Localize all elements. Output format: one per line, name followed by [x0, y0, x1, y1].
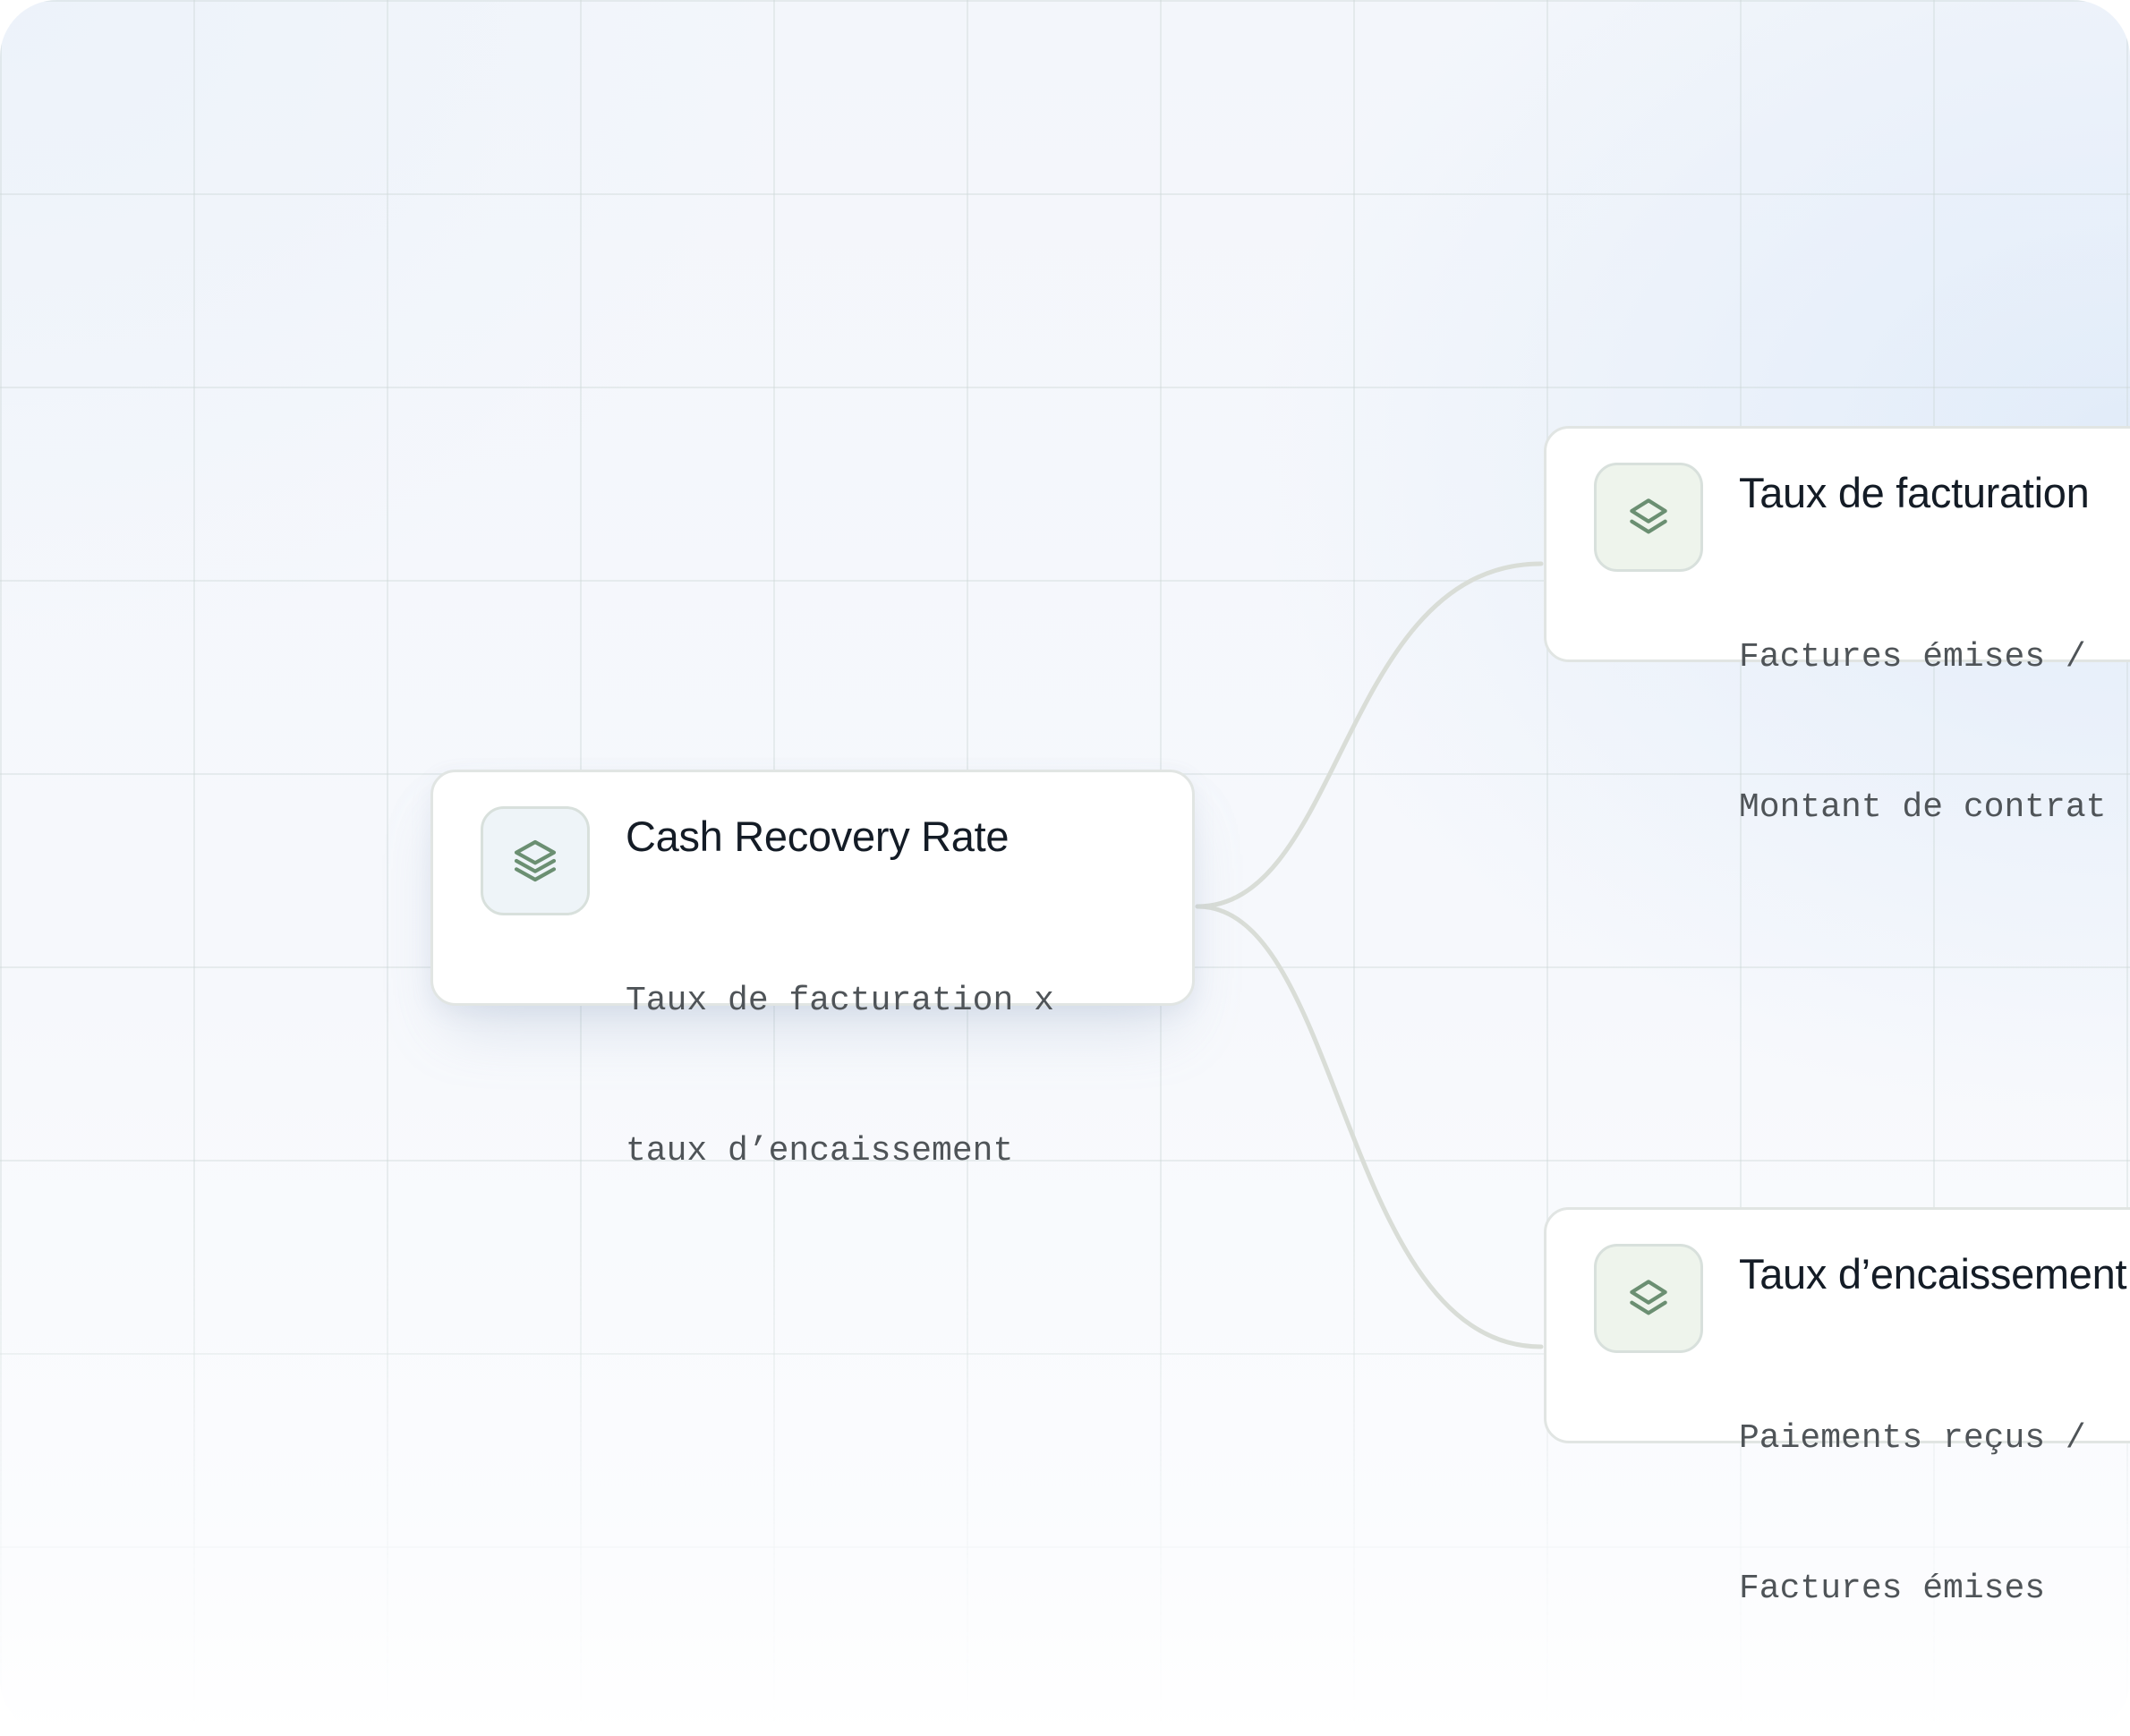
node-description-line: taux d’encaissement — [626, 1132, 1014, 1170]
node-description: Factures émises / Montant de contrat — [1739, 532, 2106, 933]
layers-icon — [1630, 498, 1667, 534]
node-description-line: Factures émises / — [1739, 638, 2086, 677]
node-title: Cash Recovery Rate — [626, 813, 1010, 860]
node-cash-recovery-rate[interactable]: Cash Recovery Rate Taux de facturation x… — [430, 770, 1195, 1170]
layers-icon — [514, 839, 557, 882]
node-icon-box — [1594, 1244, 1703, 1353]
node-description: Taux de facturation x taux d’encaissemen… — [626, 876, 1054, 1277]
node-description-line: Factures émises — [1739, 1570, 2046, 1608]
node-taux-d-encaissement[interactable]: Taux d’encaissement Paiements reçus / Fa… — [1544, 1207, 2130, 1608]
node-description-line: Montant de contrat — [1739, 788, 2107, 827]
node-icon-box — [481, 806, 590, 915]
node-description-line: Paiements reçus / — [1739, 1419, 2086, 1458]
connector-root-to-collection-rate — [1195, 904, 1544, 1349]
connector-root-to-billing-rate — [1195, 561, 1544, 909]
node-icon-box — [1594, 463, 1703, 572]
node-title: Taux d’encaissement — [1739, 1250, 2127, 1298]
node-title: Taux de facturation — [1739, 469, 2090, 516]
node-description-line: Taux de facturation x — [626, 982, 1054, 1020]
layers-icon — [1630, 1280, 1667, 1315]
node-taux-de-facturation[interactable]: Taux de facturation Factures émises / Mo… — [1544, 426, 2130, 827]
node-description: Paiements reçus / Factures émises — [1739, 1314, 2086, 1715]
